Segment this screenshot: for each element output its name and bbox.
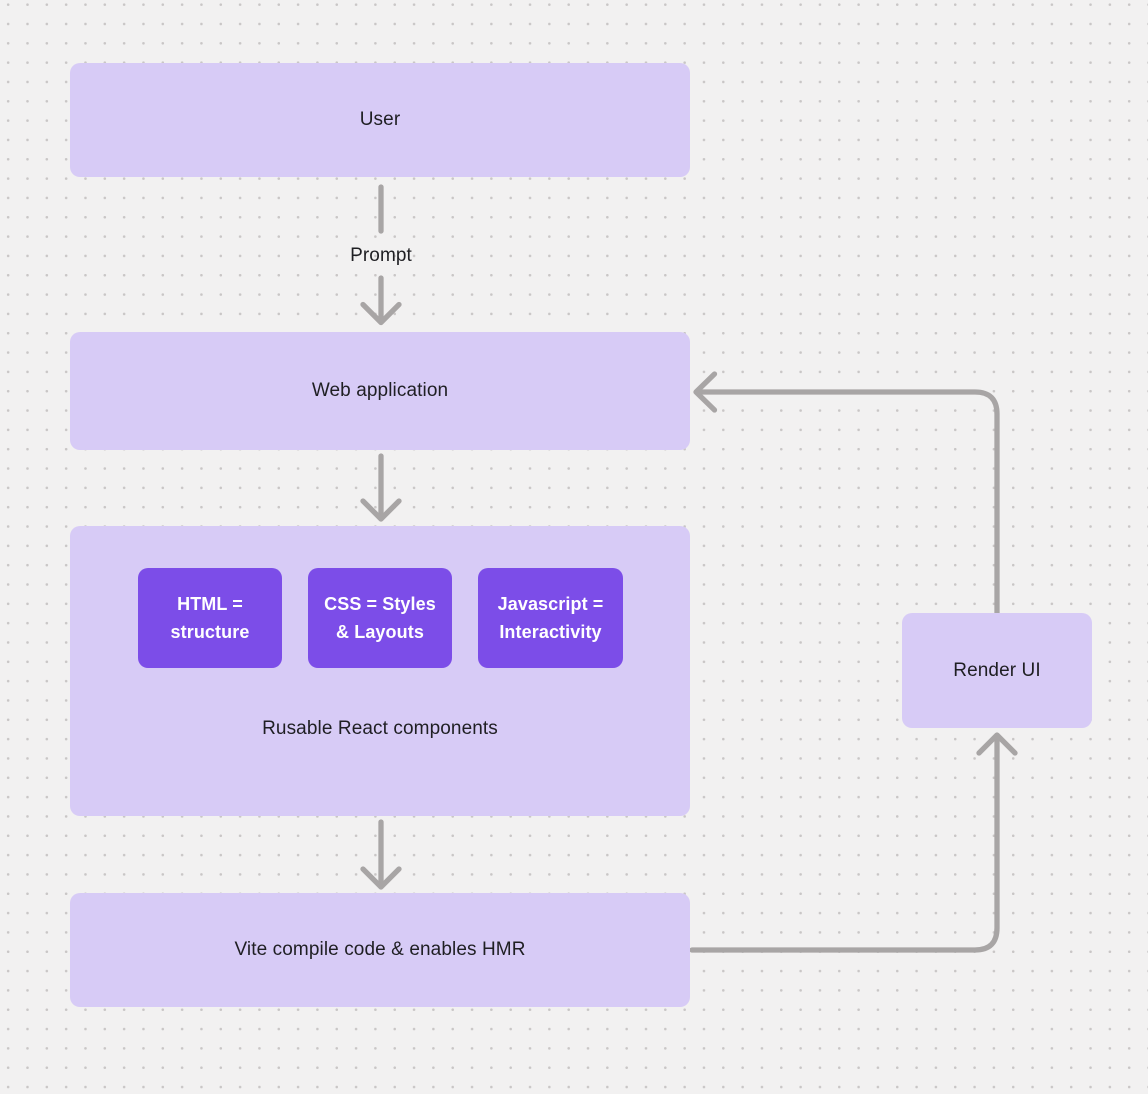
arrow-web-to-components — [360, 453, 402, 522]
node-web-application: Web application — [70, 332, 690, 450]
components-group-caption: Rusable React components — [262, 718, 498, 739]
arrow-components-to-vite — [360, 819, 402, 890]
node-render-ui: Render UI — [902, 613, 1092, 728]
arrow-vite-to-render-ui — [689, 732, 1018, 953]
node-vite: Vite compile code & enables HMR — [70, 893, 690, 1007]
chip-javascript: Javascript = Interactivity — [478, 568, 623, 668]
chip-css-label: CSS = Styles & Layouts — [324, 593, 436, 643]
node-render-ui-label: Render UI — [953, 659, 1041, 681]
chip-html-label: HTML = structure — [170, 593, 250, 643]
node-vite-label: Vite compile code & enables HMR — [234, 939, 526, 960]
chip-javascript-label: Javascript = Interactivity — [497, 593, 604, 643]
chip-css: CSS = Styles & Layouts — [308, 568, 452, 668]
node-user: User — [70, 63, 690, 177]
node-user-label: User — [359, 109, 401, 130]
node-web-application-label: Web application — [311, 380, 449, 401]
chip-html: HTML = structure — [138, 568, 282, 668]
node-components-group: HTML = structure CSS = Styles & Layouts … — [70, 526, 690, 816]
edge-label-prompt: Prompt — [350, 245, 412, 266]
arrow-render-ui-to-web — [693, 371, 1000, 616]
